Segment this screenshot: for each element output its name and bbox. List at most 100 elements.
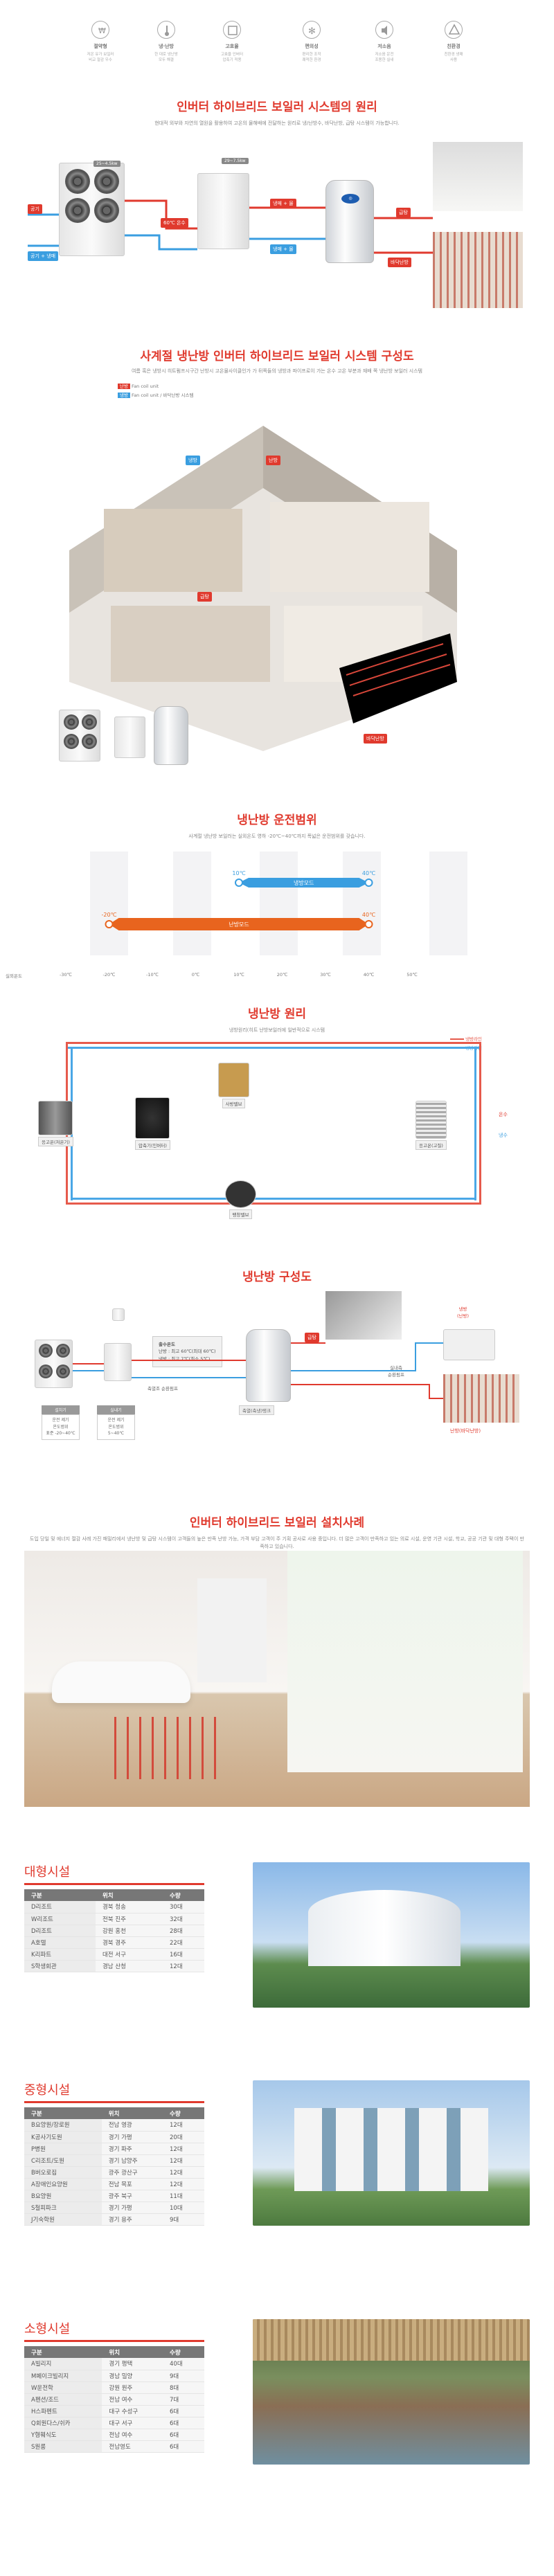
table-cell: 32대	[163, 1913, 204, 1925]
install-photo	[24, 1551, 530, 1807]
table-cell: 7대	[163, 2393, 204, 2406]
cassette-unit	[443, 1329, 495, 1360]
dhw-label: 급탕	[305, 1333, 319, 1342]
config-tank	[246, 1329, 291, 1402]
legend-item: 냉방라인	[450, 1035, 482, 1042]
table-cell: 6대	[163, 2429, 204, 2441]
air-label: 공기	[28, 204, 42, 214]
table-cell: 전북 진주	[95, 1913, 163, 1925]
feature-desc: 고효율 인버터 압축기 적용	[220, 53, 244, 63]
floor-heating-photo	[433, 232, 523, 308]
legend-text: Fan coil unit / 바닥난방 시스템	[132, 393, 194, 398]
table-cell: 경기 가평	[101, 2201, 163, 2214]
table-cell: 12대	[163, 2178, 204, 2190]
floor-label: 난방(바닥난방)	[450, 1428, 481, 1434]
table-cell: 경기 평택	[102, 2358, 163, 2370]
storage-tank	[154, 706, 188, 765]
tank-label: 축열(축냉)탱크	[239, 1405, 274, 1415]
table-cell: Y형훼식도	[24, 2429, 102, 2441]
feature-item: 냉·난방 한 대로 냉난방 모두 해결	[142, 21, 190, 64]
table-cell: 경남 밀양	[102, 2370, 163, 2382]
inverter-icon	[223, 21, 241, 39]
section-title: 냉난방 원리	[247, 1007, 307, 1021]
table-cell: 9대	[163, 2370, 204, 2382]
table-cell: 경기 가평	[101, 2131, 163, 2143]
principle-pipes	[28, 199, 433, 254]
side-label-cold: 냉수	[499, 1133, 508, 1138]
table-cell: 경기 파주	[101, 2143, 163, 2155]
table-header: 구분	[24, 2107, 102, 2119]
savings-icon: ₩	[91, 21, 109, 39]
part-valve: 사방밸브	[218, 1063, 249, 1108]
cycle-section: 냉난방 원리 냉방원리(히트 난방보일러에 일반적으로 시스템 냉방라인 냉방라…	[0, 1004, 554, 1253]
axis-tick: -30℃	[60, 972, 72, 978]
feature-title: 고효율	[225, 44, 239, 49]
table-header: 위치	[102, 2346, 163, 2358]
section-subtitle: 현대적 외부와 자연의 열원을 활용하여 고온의 물해배에 전달하는 원리로 냉…	[154, 120, 400, 126]
table-cell: 11대	[163, 2190, 204, 2202]
table-cell: A장애인요양원	[24, 2178, 102, 2190]
table-cell: 12대	[163, 2119, 204, 2132]
table-cell: 40대	[163, 2358, 204, 2370]
svg-text:✻: ✻	[308, 26, 316, 37]
table-cell: 12대	[163, 2154, 204, 2167]
side-label-hot: 온수	[499, 1112, 508, 1117]
range-endpoint	[364, 879, 373, 887]
table-header: 수량	[163, 1889, 204, 1901]
table-cell: 강원 원주	[102, 2381, 163, 2394]
snowflake-icon: ✻	[303, 21, 321, 39]
table-cell: 경기 남양주	[101, 2154, 163, 2167]
table-cell: J기숙학원	[24, 2213, 102, 2226]
refrigerant-label: 냉매 + 물	[270, 244, 296, 254]
feature-desc: 친환경 냉매 사용	[444, 53, 463, 63]
shower-photo	[325, 1291, 402, 1340]
dhw-label: 급탕	[396, 208, 411, 217]
table-cell: M페이크빌리지	[24, 2370, 102, 2382]
table-cell: D리조트	[24, 1925, 96, 1937]
section-title: 냉난방 구성도	[242, 1270, 312, 1284]
table-cell: 광주 북구	[101, 2190, 163, 2202]
table-cell: 광주 광산구	[101, 2166, 163, 2179]
range-section: 냉난방 운전범위 사계절 냉난방 보일러는 실외온도 영하 -20℃~40℃까지…	[0, 810, 554, 997]
axis-tick: 20℃	[276, 972, 288, 978]
principle-section: 인버터 하이브리드 보일러 시스템의 원리 현대적 외부와 자연의 열원을 활용…	[0, 97, 554, 339]
table-cell: 9대	[163, 2213, 204, 2226]
feature-title: 친환경	[447, 44, 461, 49]
feature-title: 편의성	[305, 44, 319, 49]
table-cell: 8대	[163, 2381, 204, 2394]
feature-item: 고효율 고효율 인버터 압축기 적용	[208, 21, 256, 64]
table-cell: 대구 수성구	[102, 2405, 163, 2417]
section-title: 인버터 하이브리드 보일러 설치사례	[189, 1516, 365, 1530]
system-legend: 난방 Fan coil unit 냉방 Fan coil unit / 바닥난방…	[118, 382, 193, 398]
table-cell: B요양원	[24, 2190, 102, 2202]
range-endpoint	[235, 879, 243, 887]
legend-text: Fan coil unit	[132, 384, 159, 389]
config-indoor-unit	[104, 1343, 132, 1381]
axis-tick: 10℃	[233, 972, 244, 978]
power-label: 29~7.5kw	[222, 158, 249, 164]
eco-icon	[445, 21, 463, 39]
section-subtitle: 냉방원리(히트 난방보일러에 일반적으로 시스템	[229, 1027, 325, 1033]
cassette-label: 냉방 (난방)	[457, 1306, 470, 1319]
feature-title: 절약형	[93, 44, 107, 49]
axis-tick: 0℃	[191, 972, 200, 978]
table-cell: 대구 서구	[102, 2417, 163, 2429]
section-subtitle: 여름 혹은 냉방시 히트펌프시구간 난방시 고온물사이클인가 가 뒤쪽들의 냉방…	[131, 368, 422, 374]
table-title: 대형시설	[24, 1862, 204, 1885]
feature-title: 저소음	[377, 44, 391, 49]
